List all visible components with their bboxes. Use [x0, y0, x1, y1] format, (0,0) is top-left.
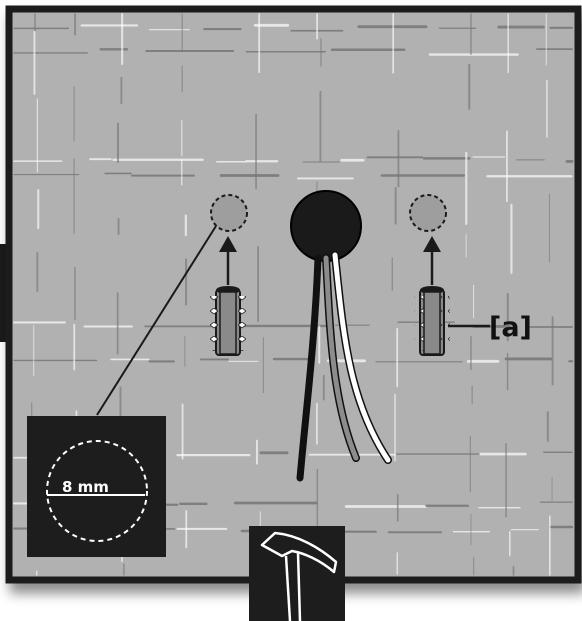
- right-mounting-hole: [409, 194, 447, 232]
- callout-label-a: [a]: [489, 312, 532, 343]
- wall-texture: [12, 12, 574, 576]
- left-up-arrow-icon: [219, 236, 237, 252]
- left-mounting-hole: [210, 194, 248, 232]
- right-anchor-group: [a]: [414, 236, 532, 356]
- hammer-icon: [260, 531, 338, 621]
- left-anchor-group: [210, 236, 246, 356]
- hole-outline: [46, 440, 148, 542]
- detail-leader-line: [96, 225, 217, 416]
- wall-plug-anchor-icon: [210, 286, 246, 356]
- black-wire: [296, 254, 322, 482]
- hole-size-detail-box: 8 mm: [27, 416, 166, 557]
- hole-diameter-label: 8 mm: [62, 478, 109, 496]
- wires: [296, 251, 392, 482]
- wall-plug-anchor-icon: [414, 286, 450, 356]
- right-up-arrow-icon: [423, 236, 441, 252]
- cable-entry-hole: [290, 190, 362, 262]
- hammer-tool-box: [249, 526, 345, 621]
